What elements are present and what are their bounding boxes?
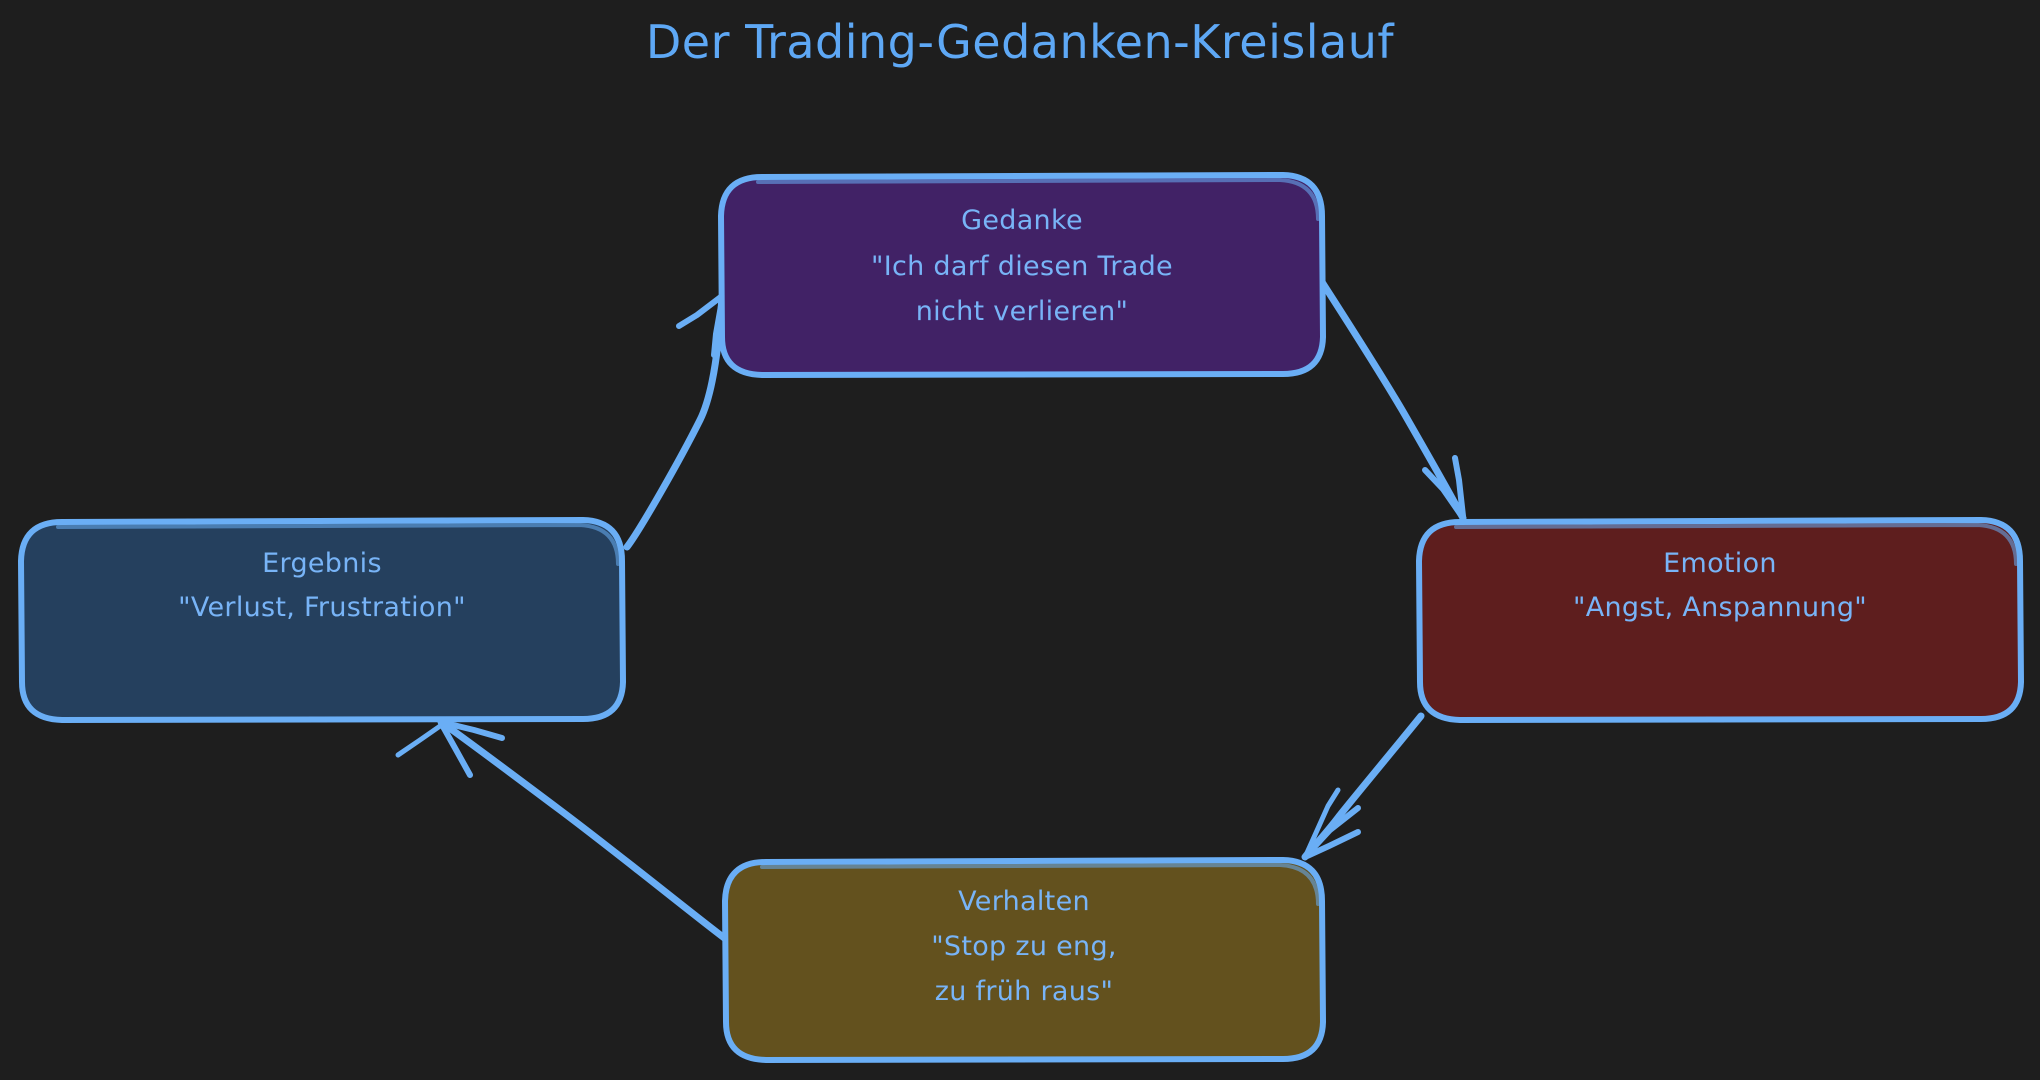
edge-gedanke-emotion-barb-a: [1422, 467, 1466, 521]
node-verhalten-box: [722, 857, 1326, 1063]
edge-verhalten-ergebnis-barb-b: [438, 720, 473, 778]
node-ergebnis[interactable]: Ergebnis "Verlust, Frustration": [18, 517, 626, 723]
edge-ergebnis-gedanke-line: [623, 292, 726, 551]
node-emotion-sketch-overstroke: [1454, 523, 2018, 566]
node-verhalten-line3: zu früh raus": [935, 976, 1113, 1007]
edge-gedanke-emotion-barb-b: [1452, 455, 1466, 519]
edge-emotion-verhalten[interactable]: [1301, 712, 1425, 861]
node-gedanke-line3: nicht verlieren": [916, 296, 1129, 327]
edge-emotion-verhalten-barb-a: [1302, 805, 1361, 860]
edge-ergebnis-gedanke-barb-a: [676, 293, 725, 329]
node-gedanke-box: [718, 172, 1326, 378]
node-ergebnis-heading: Ergebnis: [262, 548, 382, 579]
node-emotion-heading: Emotion: [1663, 548, 1777, 579]
edge-verhalten-ergebnis-barb-c: [395, 721, 446, 758]
edge-gedanke-emotion[interactable]: [1318, 278, 1467, 522]
node-gedanke-sketch-overstroke: [756, 178, 1320, 221]
node-gedanke-heading: Gedanke: [961, 205, 1083, 236]
node-emotion[interactable]: Emotion "Angst, Anspannung": [1416, 517, 2024, 723]
node-verhalten-sketch-overstroke: [760, 863, 1320, 906]
node-verhalten-heading: Verhalten: [958, 886, 1090, 917]
node-gedanke[interactable]: Gedanke "Ich darf diesen Trade nicht ver…: [718, 172, 1326, 378]
node-verhalten-line2: "Stop zu eng,: [931, 931, 1117, 962]
node-ergebnis-sketch-overstroke: [56, 523, 620, 566]
diagram-title: Der Trading-Gedanken-Kreislauf: [646, 15, 1396, 69]
node-emotion-box: [1416, 517, 2024, 723]
edge-verhalten-ergebnis-line: [437, 718, 731, 944]
edge-gedanke-emotion-line: [1318, 278, 1467, 522]
edge-group: [395, 278, 1467, 944]
edge-emotion-verhalten-barb-b: [1302, 829, 1361, 860]
edge-verhalten-ergebnis[interactable]: [395, 718, 731, 944]
node-gedanke-line2: "Ich darf diesen Trade: [871, 251, 1173, 282]
edge-verhalten-ergebnis-barb-a: [438, 719, 505, 741]
edge-emotion-verhalten-barb-c: [1303, 787, 1341, 858]
node-verhalten[interactable]: Verhalten "Stop zu eng, zu früh raus": [722, 857, 1326, 1063]
node-emotion-line2: "Angst, Anspannung": [1573, 592, 1867, 623]
node-ergebnis-line2: "Verlust, Frustration": [178, 592, 466, 623]
edge-ergebnis-gedanke[interactable]: [623, 292, 726, 551]
node-ergebnis-box: [18, 517, 626, 723]
